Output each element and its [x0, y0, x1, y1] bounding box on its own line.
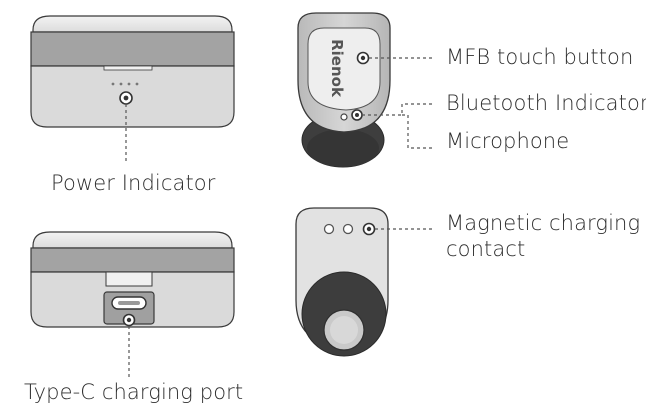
type-c-port-label: Type-C charging port — [24, 380, 244, 404]
magnetic-contact-label-line1: Magnetic charging — [446, 211, 641, 235]
bluetooth-indicator-point — [340, 109, 363, 121]
charging-case-front — [30, 15, 235, 128]
mic-leader — [402, 114, 434, 149]
microphone-label: Microphone — [446, 129, 570, 153]
type-c-port — [111, 296, 147, 310]
type-c-point — [122, 313, 136, 327]
earbud-back — [295, 207, 389, 357]
mfb-button-label: MFB touch button — [446, 45, 634, 69]
earbud-front: Rienok — [297, 12, 391, 168]
power-indicator-point — [119, 91, 133, 105]
earbud-brand-text: Rienok — [328, 39, 346, 98]
magnetic-contact-label-line2: contact — [446, 237, 526, 261]
power-indicator-label: Power Indicator — [51, 171, 216, 195]
bt-leader — [362, 103, 434, 116]
magnetic-contact-point — [362, 222, 376, 236]
bluetooth-indicator-label: Bluetooth Indicator — [446, 91, 646, 115]
charging-case-back — [30, 231, 235, 328]
power-indicator-leds — [111, 82, 139, 86]
mfb-touch-point — [356, 51, 370, 65]
